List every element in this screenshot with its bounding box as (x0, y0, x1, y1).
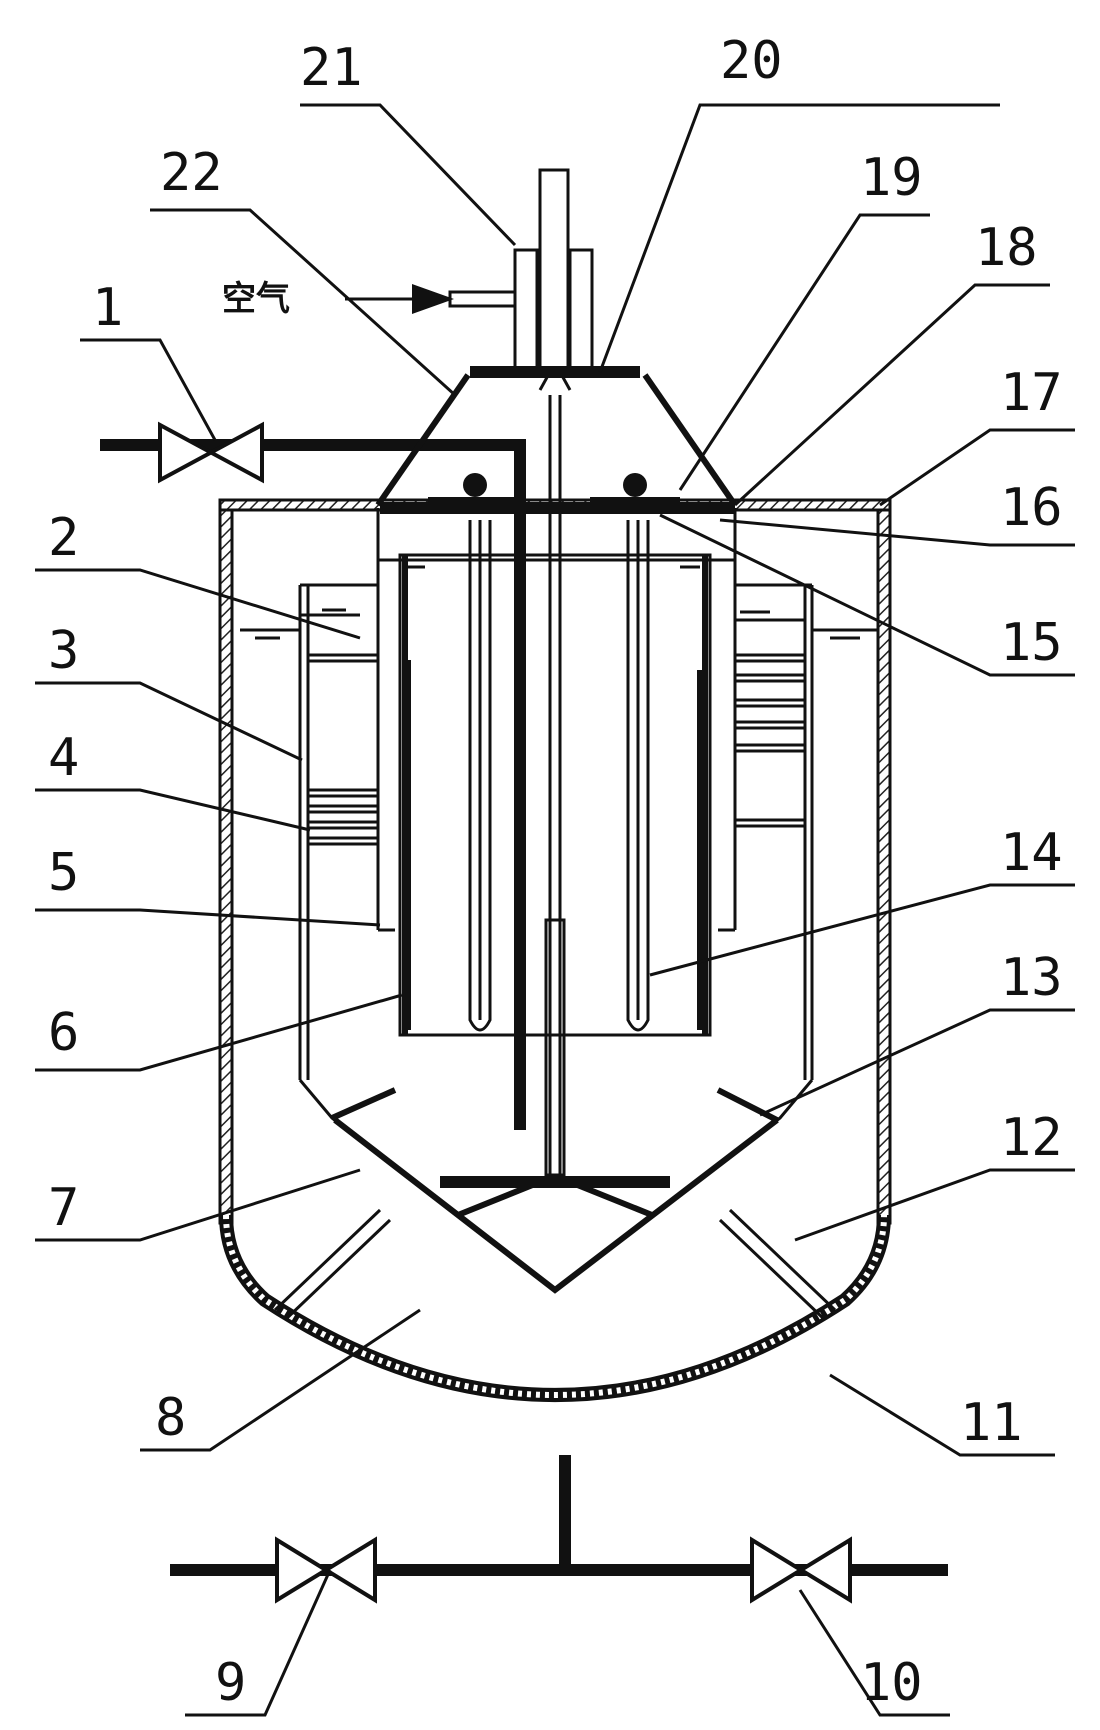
central-chamber (376, 508, 737, 1037)
label-17: 17 (1000, 363, 1063, 423)
label-20: 20 (720, 31, 783, 91)
label-6: 6 (48, 1003, 79, 1063)
valve-9[interactable] (275, 1536, 377, 1604)
label-2: 2 (48, 508, 79, 568)
label-18: 18 (975, 218, 1038, 278)
electrode-left (468, 520, 492, 1032)
label-22: 22 (160, 143, 223, 203)
plate-stack (306, 653, 807, 846)
label-11: 11 (960, 1393, 1023, 1453)
label-10: 10 (860, 1653, 923, 1713)
outer-vessel (218, 498, 892, 1402)
label-19: 19 (860, 148, 923, 208)
inner-tank (298, 583, 814, 1294)
label-5: 5 (48, 843, 79, 903)
label-4: 4 (48, 728, 79, 788)
label-1: 1 (92, 278, 123, 338)
label-9: 9 (215, 1653, 246, 1713)
label-8: 8 (155, 1388, 186, 1448)
top-flange-clamps (380, 473, 735, 514)
label-7: 7 (48, 1178, 79, 1238)
leader-lines (35, 103, 1075, 1717)
label-3: 3 (48, 621, 79, 681)
label-15: 15 (1000, 613, 1063, 673)
valve-1[interactable] (158, 421, 264, 484)
label-13: 13 (1000, 948, 1063, 1008)
air-nozzle (345, 168, 594, 372)
valve-10[interactable] (750, 1536, 852, 1604)
central-shaft (440, 395, 670, 1218)
electrode-right (626, 520, 650, 1032)
air-label: 空气 (222, 279, 290, 319)
label-12: 12 (1000, 1108, 1063, 1168)
support-struts (273, 1208, 837, 1322)
label-16: 16 (1000, 478, 1063, 538)
label-14: 14 (1000, 823, 1063, 883)
part-labels: 空气 1 2 3 4 5 6 7 8 9 10 11 12 13 14 15 1… (48, 31, 1063, 1713)
top-cone (375, 366, 738, 507)
water-level-marks (240, 558, 878, 640)
outlet-pipe (100, 439, 526, 1130)
label-21: 21 (300, 38, 363, 98)
